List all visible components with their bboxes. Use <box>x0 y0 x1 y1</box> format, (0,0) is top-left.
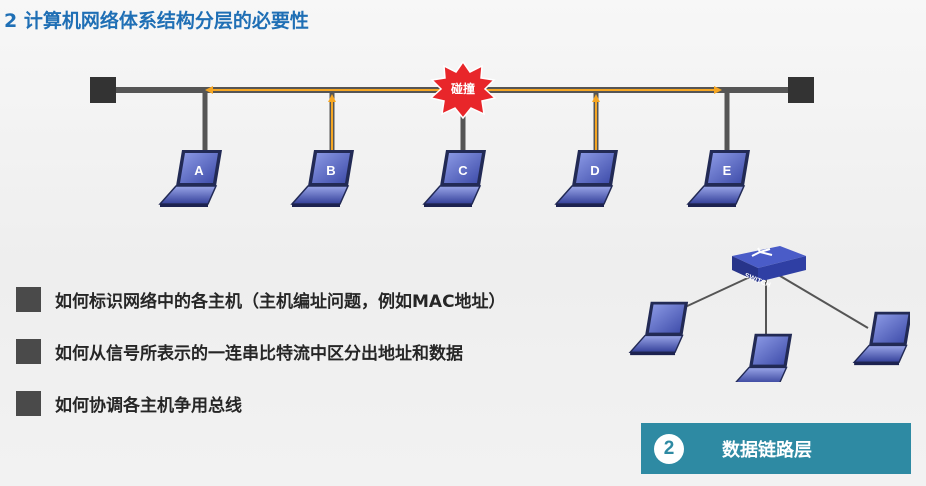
bus-terminator-left <box>90 77 116 103</box>
bullet-square-icon <box>16 286 41 312</box>
bullet-square-icon <box>16 338 41 364</box>
arrowhead-up-d <box>592 94 600 102</box>
arrowhead-up-b <box>328 94 336 102</box>
host-c-laptop: C <box>423 149 487 208</box>
host-a-laptop: A <box>159 149 223 208</box>
bus-topology-diagram: 碰撞 A B C D E <box>90 60 814 208</box>
host-d-label: D <box>590 163 599 178</box>
right-laptop <box>853 311 910 366</box>
host-e-label: E <box>723 163 732 178</box>
collision-burst: 碰撞 <box>429 60 497 120</box>
bullet-item: 如何标识网络中的各主机（主机编址问题，例如MAC地址） <box>16 285 506 313</box>
switch-icon: SWITCH <box>732 246 806 289</box>
host-b-label: B <box>326 163 335 178</box>
bullet-item: 如何从信号所表示的一连串比特流中区分出地址和数据 <box>16 337 506 365</box>
left-laptop <box>629 301 689 356</box>
host-d-laptop: D <box>555 149 619 208</box>
bus-terminator-right <box>788 77 814 103</box>
page-title: 2 计算机网络体系结构分层的必要性 <box>4 10 309 32</box>
link-right <box>769 269 869 329</box>
center-laptop <box>733 333 793 382</box>
collision-label: 碰撞 <box>450 81 475 96</box>
host-a-label: A <box>194 163 204 178</box>
host-b-laptop: B <box>291 149 355 208</box>
host-e-laptop: E <box>687 149 751 208</box>
bullet-text: 如何标识网络中的各主机（主机编址问题，例如MAC地址） <box>55 291 506 312</box>
layer-name: 数据链路层 <box>722 439 812 461</box>
bullet-list: 如何标识网络中的各主机（主机编址问题，例如MAC地址） 如何从信号所表示的一连串… <box>16 285 506 441</box>
bullet-square-icon <box>16 390 41 416</box>
layer-number-badge: 2 <box>654 433 684 464</box>
bullet-text: 如何协调各主机争用总线 <box>55 395 242 416</box>
bullet-item: 如何协调各主机争用总线 <box>16 389 506 417</box>
arrowhead-right <box>714 86 722 94</box>
bullet-text: 如何从信号所表示的一连串比特流中区分出地址和数据 <box>55 343 463 364</box>
layer-banner: 2 数据链路层 <box>641 423 911 474</box>
arrowhead-left <box>205 86 213 94</box>
host-c-label: C <box>458 163 468 178</box>
switch-topology-diagram: SWITCH <box>629 246 910 382</box>
